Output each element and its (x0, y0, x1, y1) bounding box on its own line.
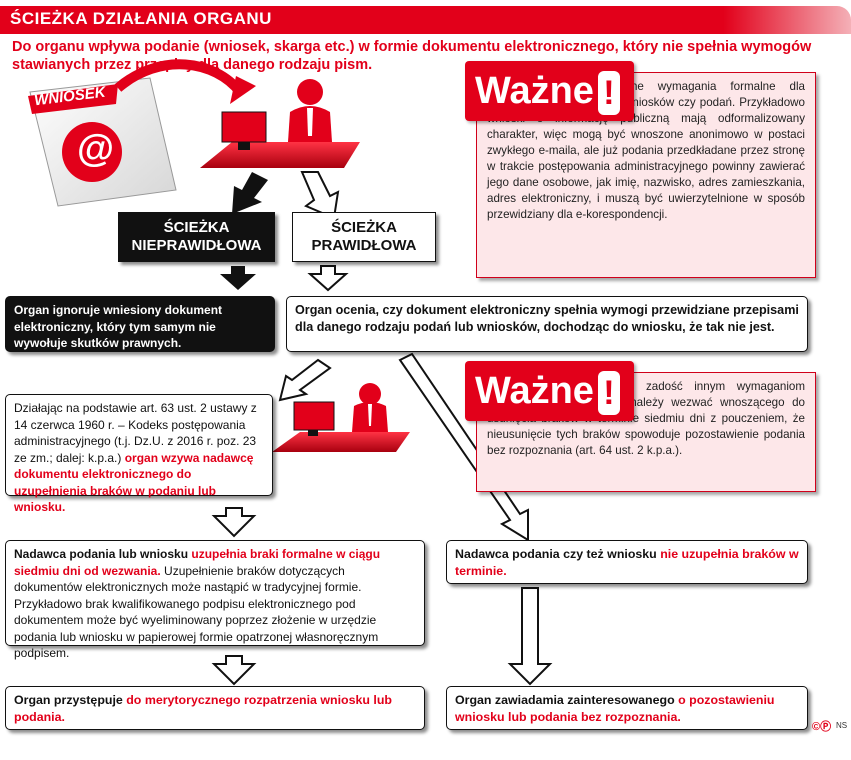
box-nofill-highlight: nie uzupełnia braków w terminie. (455, 547, 799, 578)
note-important-2: Ważne! Jeżeli podanie nie czyni zadość i… (465, 361, 816, 492)
copyright-icon: ©Ⓟ (812, 721, 832, 733)
at-circle (62, 122, 122, 182)
box-call-text: Działając na podstawie art. 63 ust. 2 us… (14, 401, 257, 465)
box-call-highlight: organ wzywa nadawcę dokumentu elektronic… (14, 450, 254, 515)
exclamation-icon: ! (597, 70, 620, 115)
box-assess: Organ ocenia, czy dokument elektroniczny… (286, 296, 808, 352)
document-icon (28, 77, 177, 207)
path-correct-label: ŚCIEŻKA PRAWIDŁOWA (292, 212, 436, 262)
box-merit-highlight: do merytorycznego rozpatrzenia wniosku l… (14, 693, 392, 724)
box-leave-lead: Organ zawiadamia zainteresowanego (455, 693, 679, 707)
box-fill-highlight: uzupełnia braki formalne w ciągu siedmiu… (14, 547, 381, 578)
arrow-down-leave (507, 587, 553, 686)
box-leave: Organ zawiadamia zainteresowanego o pozo… (446, 686, 808, 730)
box-nofill: Nadawca podania czy też wniosku nie uzup… (446, 540, 808, 584)
box-merit-lead: Organ przystępuje (14, 693, 127, 707)
box-ignore: Organ ignoruje wniesiony dokument elektr… (5, 296, 275, 352)
exclamation-icon: ! (597, 370, 620, 415)
arrow-down-fill (211, 507, 257, 538)
title-bar: ŚCIEŻKA DZIAŁANIA ORGANU (0, 6, 851, 34)
curved-arrow (114, 59, 244, 96)
credit-initials: NS (836, 721, 848, 730)
arrow-down-correct (307, 265, 349, 292)
arrow-down-merit (211, 655, 257, 686)
box-fill-lead: Nadawca podania lub wniosku (14, 547, 192, 561)
arrow-to-incorrect (232, 172, 268, 214)
arrow-to-correct (300, 171, 340, 220)
arrow-down-incorrect (220, 266, 256, 290)
box-merit: Organ przystępuje do merytorycznego rozp… (5, 686, 425, 730)
desk-scene-middle (272, 383, 410, 452)
curved-arrow-head (230, 76, 256, 104)
note-badge-1: Ważne! (465, 61, 634, 121)
arrow-to-call (278, 358, 332, 402)
note-important-1: Ważne! Przepisy przewidują różne wymagan… (465, 61, 816, 278)
box-fill-text: Uzupełnienie braków dotyczących dokument… (14, 563, 379, 661)
at-icon: @ (77, 128, 115, 170)
box-nofill-lead: Nadawca podania czy też wniosku (455, 547, 661, 561)
page-title: ŚCIEŻKA DZIAŁANIA ORGANU (10, 9, 272, 28)
box-call: Działając na podstawie art. 63 ust. 2 us… (5, 394, 273, 514)
arrow-to-nofill (398, 352, 529, 542)
path-incorrect-label: ŚCIEŻKA NIEPRAWIDŁOWA (118, 212, 275, 262)
note-badge-2: Ważne! (465, 361, 634, 421)
box-leave-highlight: o pozostawieniu wniosku lub podania bez … (455, 693, 775, 724)
desk-scene-top (200, 79, 360, 168)
box-fill: Nadawca podania lub wniosku uzupełnia br… (5, 540, 425, 660)
